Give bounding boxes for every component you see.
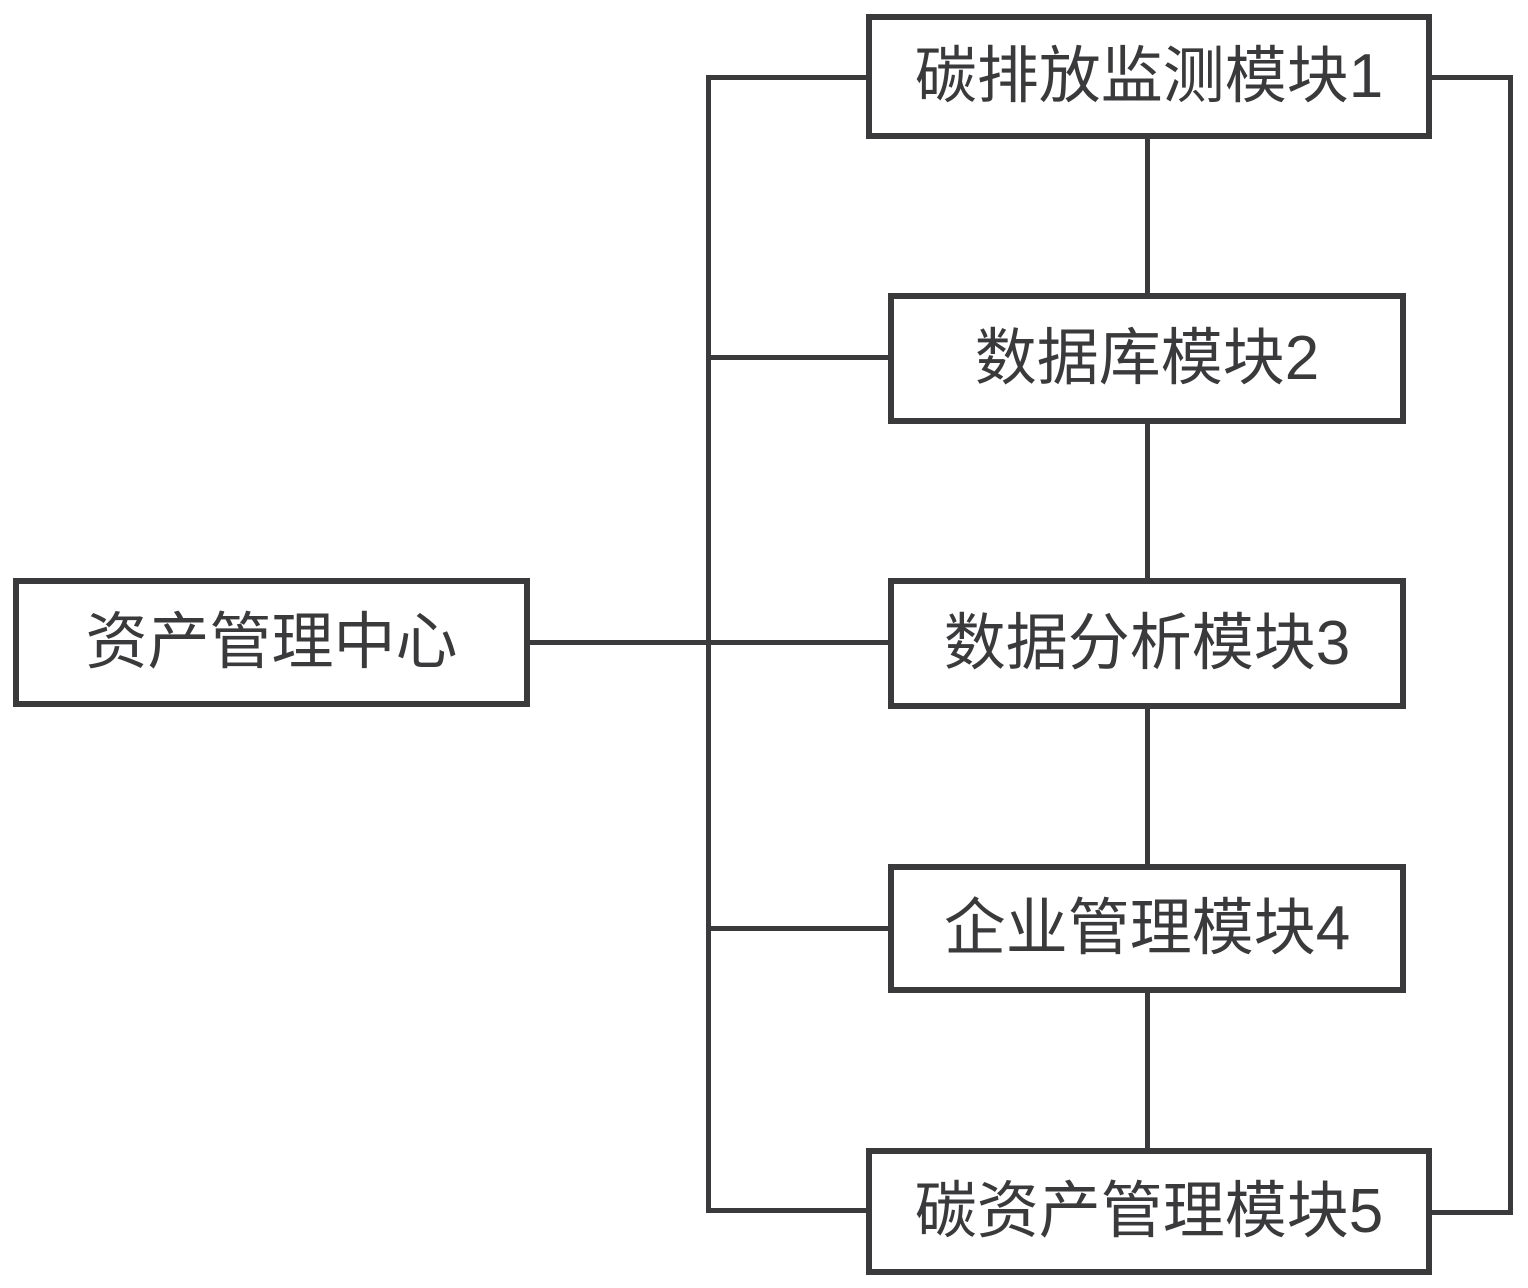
edge-module4-to-module5	[1145, 991, 1150, 1150]
edge-trunk-to-module4	[706, 926, 890, 931]
edge-trunk-to-module5	[706, 1208, 868, 1213]
node-asset-management-center: 资产管理中心	[13, 578, 530, 707]
edge-trunk-to-module2	[706, 355, 890, 360]
node-carbon-emission-monitoring-module-1-label: 碳排放监测模块1	[914, 41, 1384, 111]
node-enterprise-management-module-4-label: 企业管理模块4	[943, 893, 1351, 963]
node-carbon-asset-management-module-5: 碳资产管理模块5	[866, 1148, 1432, 1275]
node-data-analysis-module-3: 数据分析模块3	[888, 578, 1406, 709]
node-database-module-2-label: 数据库模块2	[974, 323, 1320, 393]
node-data-analysis-module-3-label: 数据分析模块3	[943, 608, 1351, 678]
edge-right-bypass-vertical	[1508, 75, 1513, 1215]
edge-module3-to-module4	[1145, 707, 1150, 866]
edge-module2-to-module3	[1145, 422, 1150, 580]
edge-module1-to-module2	[1145, 137, 1150, 295]
node-carbon-asset-management-module-5-label: 碳资产管理模块5	[914, 1176, 1384, 1246]
node-database-module-2: 数据库模块2	[888, 293, 1406, 424]
edge-trunk-to-module1	[706, 75, 868, 80]
node-asset-management-center-label: 资产管理中心	[85, 607, 458, 677]
edge-module1-to-right-bypass	[1430, 75, 1513, 80]
edge-center-to-module3	[528, 640, 890, 645]
node-enterprise-management-module-4: 企业管理模块4	[888, 864, 1406, 993]
node-carbon-emission-monitoring-module-1: 碳排放监测模块1	[866, 14, 1432, 139]
edge-module5-to-right-bypass	[1430, 1210, 1513, 1215]
